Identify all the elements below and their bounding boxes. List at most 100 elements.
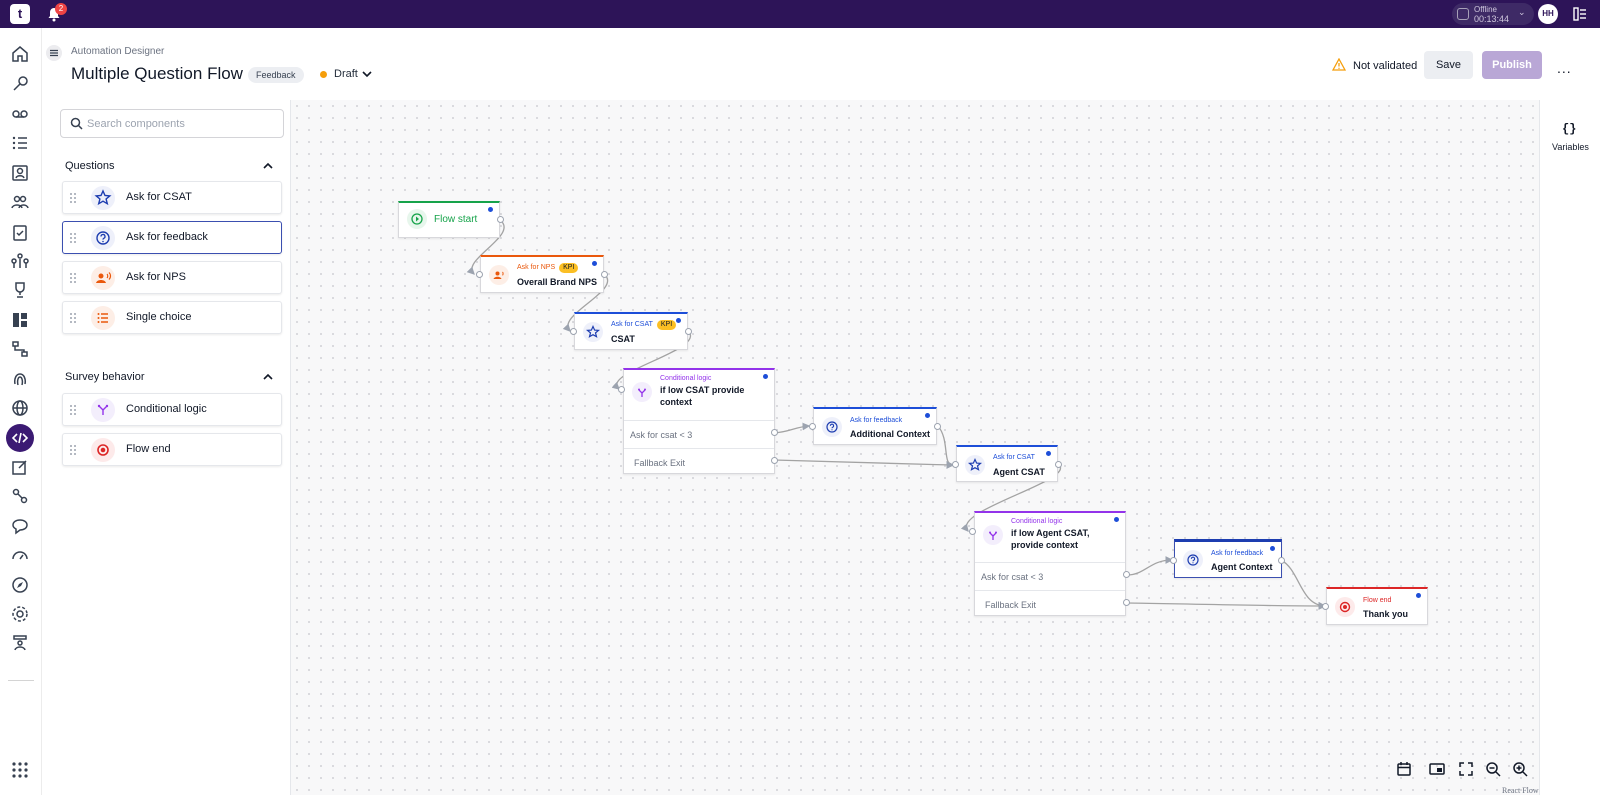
fallback-exit[interactable]: Fallback Exit [624,448,774,476]
component-label: Conditional logic [126,403,207,415]
component-ask-for-feedback[interactable]: Ask for feedback [62,221,282,254]
voicemail-icon[interactable] [10,104,30,124]
node-output-handle[interactable] [601,271,608,278]
drag-handle-icon[interactable] [69,312,77,324]
home-icon[interactable] [10,44,30,64]
user-avatar[interactable]: HH [1538,4,1558,24]
node-input-handle[interactable] [1322,603,1329,610]
clipboard-icon[interactable] [10,222,30,242]
calendar-icon[interactable] [1393,758,1415,780]
zoom-in-icon[interactable] [1509,758,1531,780]
breadcrumb[interactable]: Automation Designer [71,46,165,57]
node-output-handle[interactable] [1278,557,1285,564]
node-additional-context[interactable]: Ask for feedback Additional Context [813,407,937,445]
workflow-icon[interactable] [10,339,30,359]
node-agent-csat[interactable]: Ask for CSAT Agent CSAT [956,445,1058,482]
component-single-choice[interactable]: Single choice [62,301,282,334]
node-output-handle[interactable] [497,216,504,223]
node-flow-start[interactable]: Flow start [398,201,500,238]
node-output-handle[interactable] [1055,461,1062,468]
component-ask-for-nps[interactable]: Ask for NPS [62,261,282,294]
team-icon[interactable] [10,192,30,212]
node-conditional-low-agent-csat[interactable]: Conditional logic if low Agent CSAT,prov… [974,511,1126,616]
node-input-handle[interactable] [1170,557,1177,564]
panel-menu-icon[interactable] [1572,6,1588,22]
fallback-output-handle[interactable] [1123,599,1130,606]
trophy-icon[interactable] [10,280,30,300]
hamburger-icon[interactable] [46,45,62,61]
section-title-survey-behavior: Survey behavior [65,371,145,383]
drag-handle-icon[interactable] [69,404,77,416]
kpi-badge: KPI [559,263,579,273]
globe-icon[interactable] [10,398,30,418]
component-ask-for-csat[interactable]: Ask for CSAT [62,181,282,214]
compass-icon[interactable] [10,575,30,595]
variables-icon[interactable]: {} [1562,122,1577,136]
status-dropdown[interactable]: Draft [334,68,358,80]
star-icon [91,186,115,210]
node-input-handle[interactable] [476,271,483,278]
agent-status-dropdown[interactable]: Offline 00:13:44 ⌄ [1452,3,1534,25]
rule-output-handle[interactable] [1123,571,1130,578]
drag-handle-icon[interactable] [69,444,77,456]
speedometer-icon[interactable] [10,545,30,565]
users-group-icon[interactable] [10,251,30,271]
node-input-handle[interactable] [809,423,816,430]
component-flow-end[interactable]: Flow end [62,433,282,466]
node-input-handle[interactable] [570,328,577,335]
minimap-icon[interactable] [1426,758,1448,780]
node-input-handle[interactable] [969,528,976,535]
more-options-button[interactable]: ... [1557,60,1572,76]
fit-view-icon[interactable] [1455,758,1477,780]
condition-rule[interactable]: Ask for csat < 3 [624,420,774,448]
search-input[interactable] [60,109,284,138]
drag-handle-icon[interactable] [69,192,77,204]
chevron-up-icon[interactable] [262,162,274,170]
node-input-handle[interactable] [618,386,625,393]
node-output-handle[interactable] [934,423,941,430]
node-thank-you[interactable]: Flow end Thank you [1326,587,1428,625]
chat-icon[interactable] [10,516,30,536]
ordered-list-icon[interactable] [10,133,30,153]
node-subtitle: Conditional logic [1011,518,1063,525]
drag-handle-icon[interactable] [69,232,77,244]
component-label: Single choice [126,311,192,323]
edit-icon[interactable] [10,457,30,477]
dashboard-icon[interactable] [10,310,30,330]
integrations-icon[interactable] [10,486,30,506]
condition-rule[interactable]: Ask for csat < 3 [975,562,1125,590]
app-logo[interactable]: t [10,4,30,24]
react-flow-attribution[interactable]: React Flow [1502,786,1539,795]
zoom-out-icon[interactable] [1482,758,1504,780]
rule-output-handle[interactable] [771,429,778,436]
publish-button[interactable]: Publish [1482,51,1542,79]
component-label: Ask for feedback [126,231,208,243]
apps-grid-icon[interactable] [10,760,30,780]
component-conditional-logic[interactable]: Conditional logic [62,393,282,426]
save-button[interactable]: Save [1424,51,1473,79]
chevron-up-icon[interactable] [262,373,274,381]
drag-handle-icon[interactable] [69,272,77,284]
status-dot [320,71,327,78]
journey-icon[interactable] [10,74,30,94]
fingerprint-icon[interactable] [10,369,30,389]
node-subtitle: Ask for feedback [850,417,903,424]
fallback-output-handle[interactable] [771,457,778,464]
contacts-icon[interactable] [10,163,30,183]
node-input-handle[interactable] [952,461,959,468]
branch-icon [983,525,1003,545]
page-title: Multiple Question Flow [71,64,243,83]
flow-canvas[interactable] [290,100,1539,795]
admin-icon[interactable] [10,633,30,653]
node-output-handle[interactable] [685,328,692,335]
settings-icon[interactable] [10,604,30,624]
node-agent-context[interactable]: Ask for feedback Agent Context [1174,539,1282,578]
variables-label[interactable]: Variables [1552,142,1589,152]
node-subtitle: Ask for CSAT [993,454,1035,461]
chevron-down-icon[interactable] [362,70,372,78]
fallback-exit[interactable]: Fallback Exit [975,590,1125,618]
